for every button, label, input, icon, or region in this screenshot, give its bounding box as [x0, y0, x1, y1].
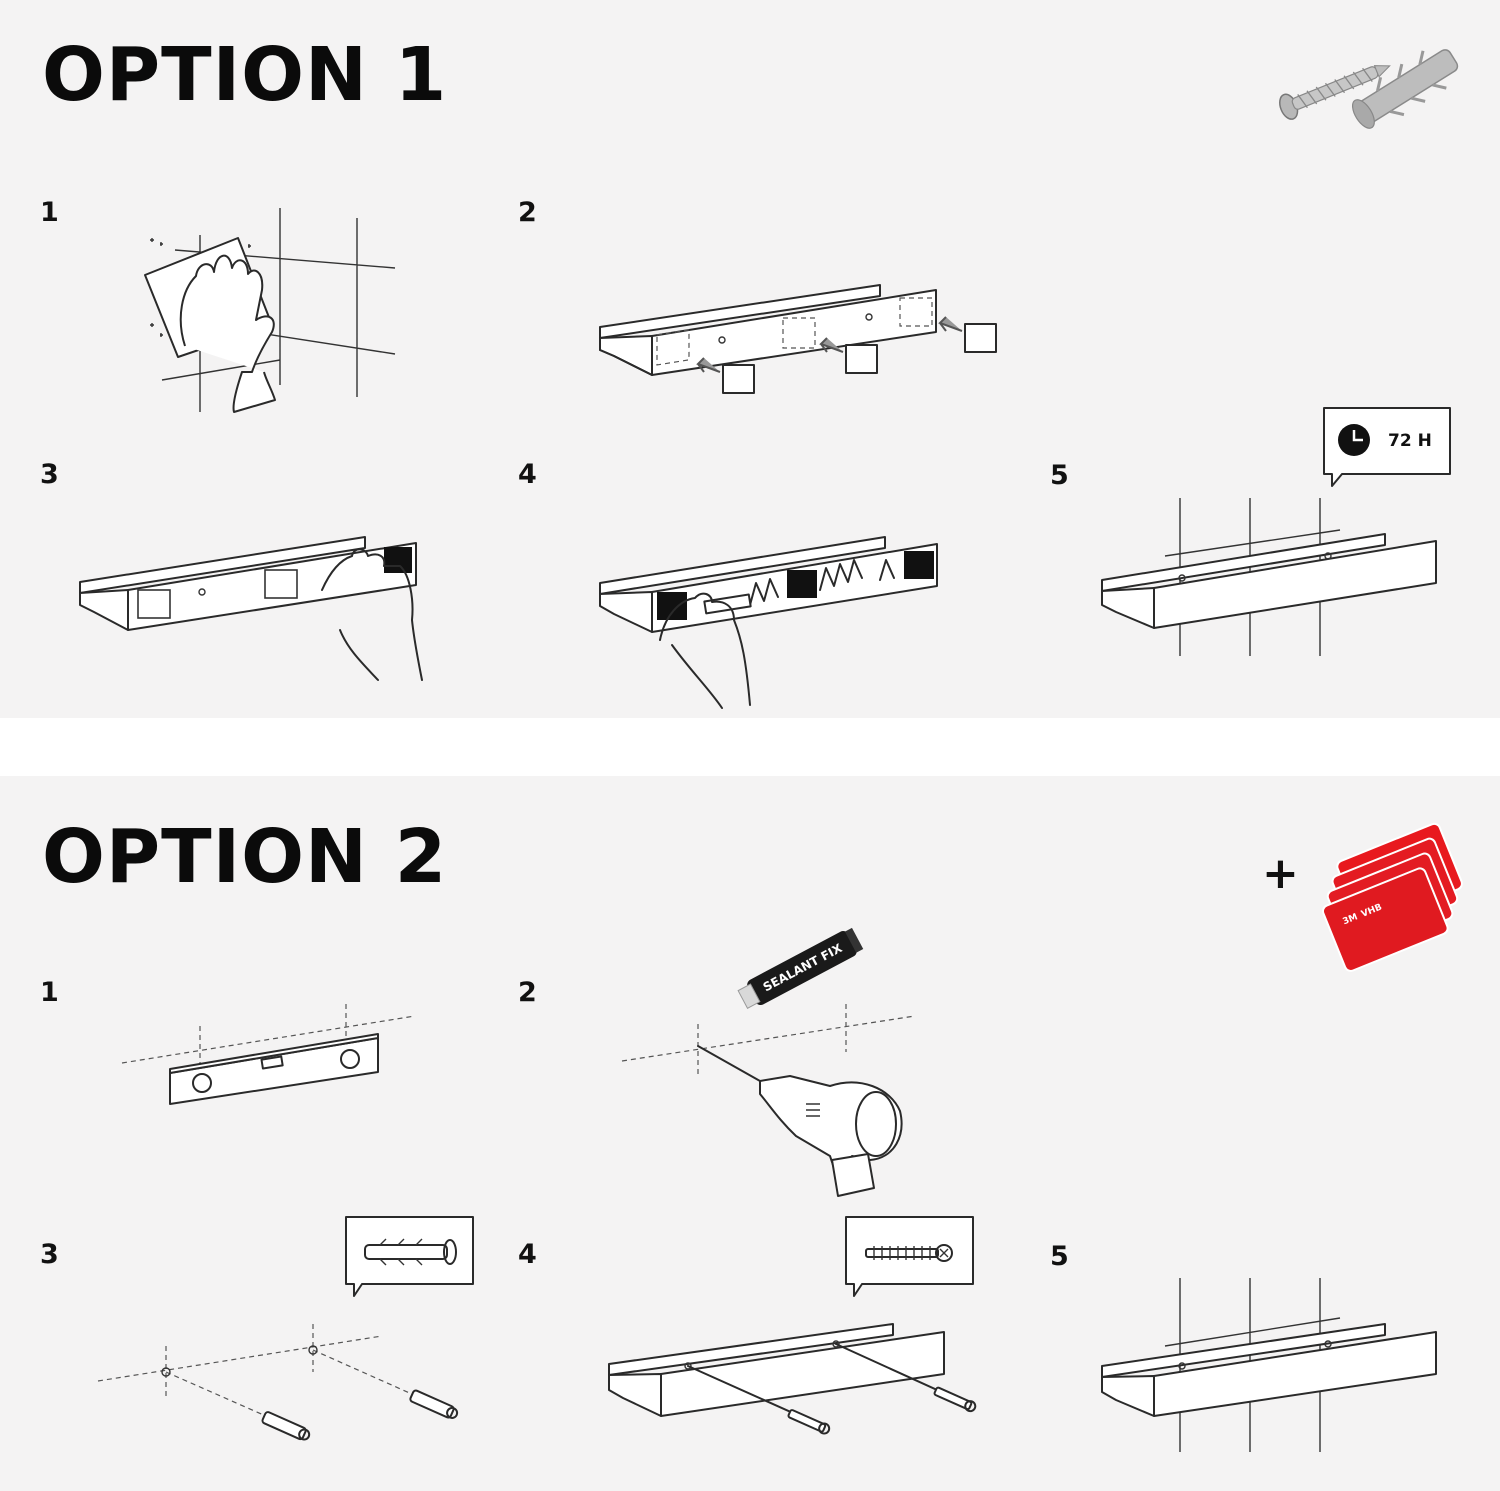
screw-and-anchor-icon — [1279, 49, 1459, 129]
option-1-title: OPTION 1 — [42, 32, 448, 118]
option-2-step-1-number: 1 — [40, 977, 59, 1008]
level-icon — [121, 1004, 416, 1105]
option-2-step-5-number: 5 — [1050, 1241, 1069, 1272]
option-2-illustrations: SEALANT FIX + 3M VHB — [97, 822, 1463, 1452]
option-2-step-4-number: 4 — [518, 1239, 537, 1270]
clock-icon — [1338, 424, 1370, 456]
screw-icon — [865, 1244, 953, 1262]
wait-time-label: 72 H — [1388, 431, 1432, 451]
option-1-step-3-illustration — [79, 536, 423, 681]
option-1-step-2-illustration — [599, 284, 997, 394]
option-1-step-2-number: 2 — [518, 197, 537, 228]
option-1-illustrations: 72 H — [79, 49, 1459, 709]
option-2-step-3-illustration — [97, 1216, 474, 1441]
drill-icon — [621, 1004, 916, 1197]
option-1-step-4-number: 4 — [518, 459, 537, 490]
option-1-panel: OPTION 1 1 2 3 4 5 — [0, 0, 1500, 718]
sealant-tube-icon: SEALANT FIX — [737, 927, 864, 1009]
option-1-step-1-number: 1 — [40, 197, 59, 228]
option-2-step-4-illustration — [608, 1216, 977, 1435]
option-2-title: OPTION 2 — [42, 814, 448, 900]
option-2-step-2-number: 2 — [518, 977, 537, 1008]
option-1-step-1-illustration — [144, 208, 396, 413]
option-2-step-3-number: 3 — [40, 1239, 59, 1270]
option-1-step-5-number: 5 — [1050, 460, 1069, 491]
plus-sign: + — [1262, 848, 1299, 899]
wall-anchor-icon — [364, 1238, 457, 1266]
option-1-step-5-illustration: 72 H — [1101, 407, 1451, 656]
option-1-step-4-illustration — [599, 536, 938, 709]
adhesive-tape-pads-icon: 3M VHB — [1322, 822, 1463, 972]
option-2-panel: OPTION 2 1 2 3 4 5 SEALANT FIX + 3M VHB — [0, 776, 1500, 1491]
option-1-step-3-number: 3 — [40, 459, 59, 490]
option-2-step-5-illustration — [1101, 1278, 1437, 1452]
